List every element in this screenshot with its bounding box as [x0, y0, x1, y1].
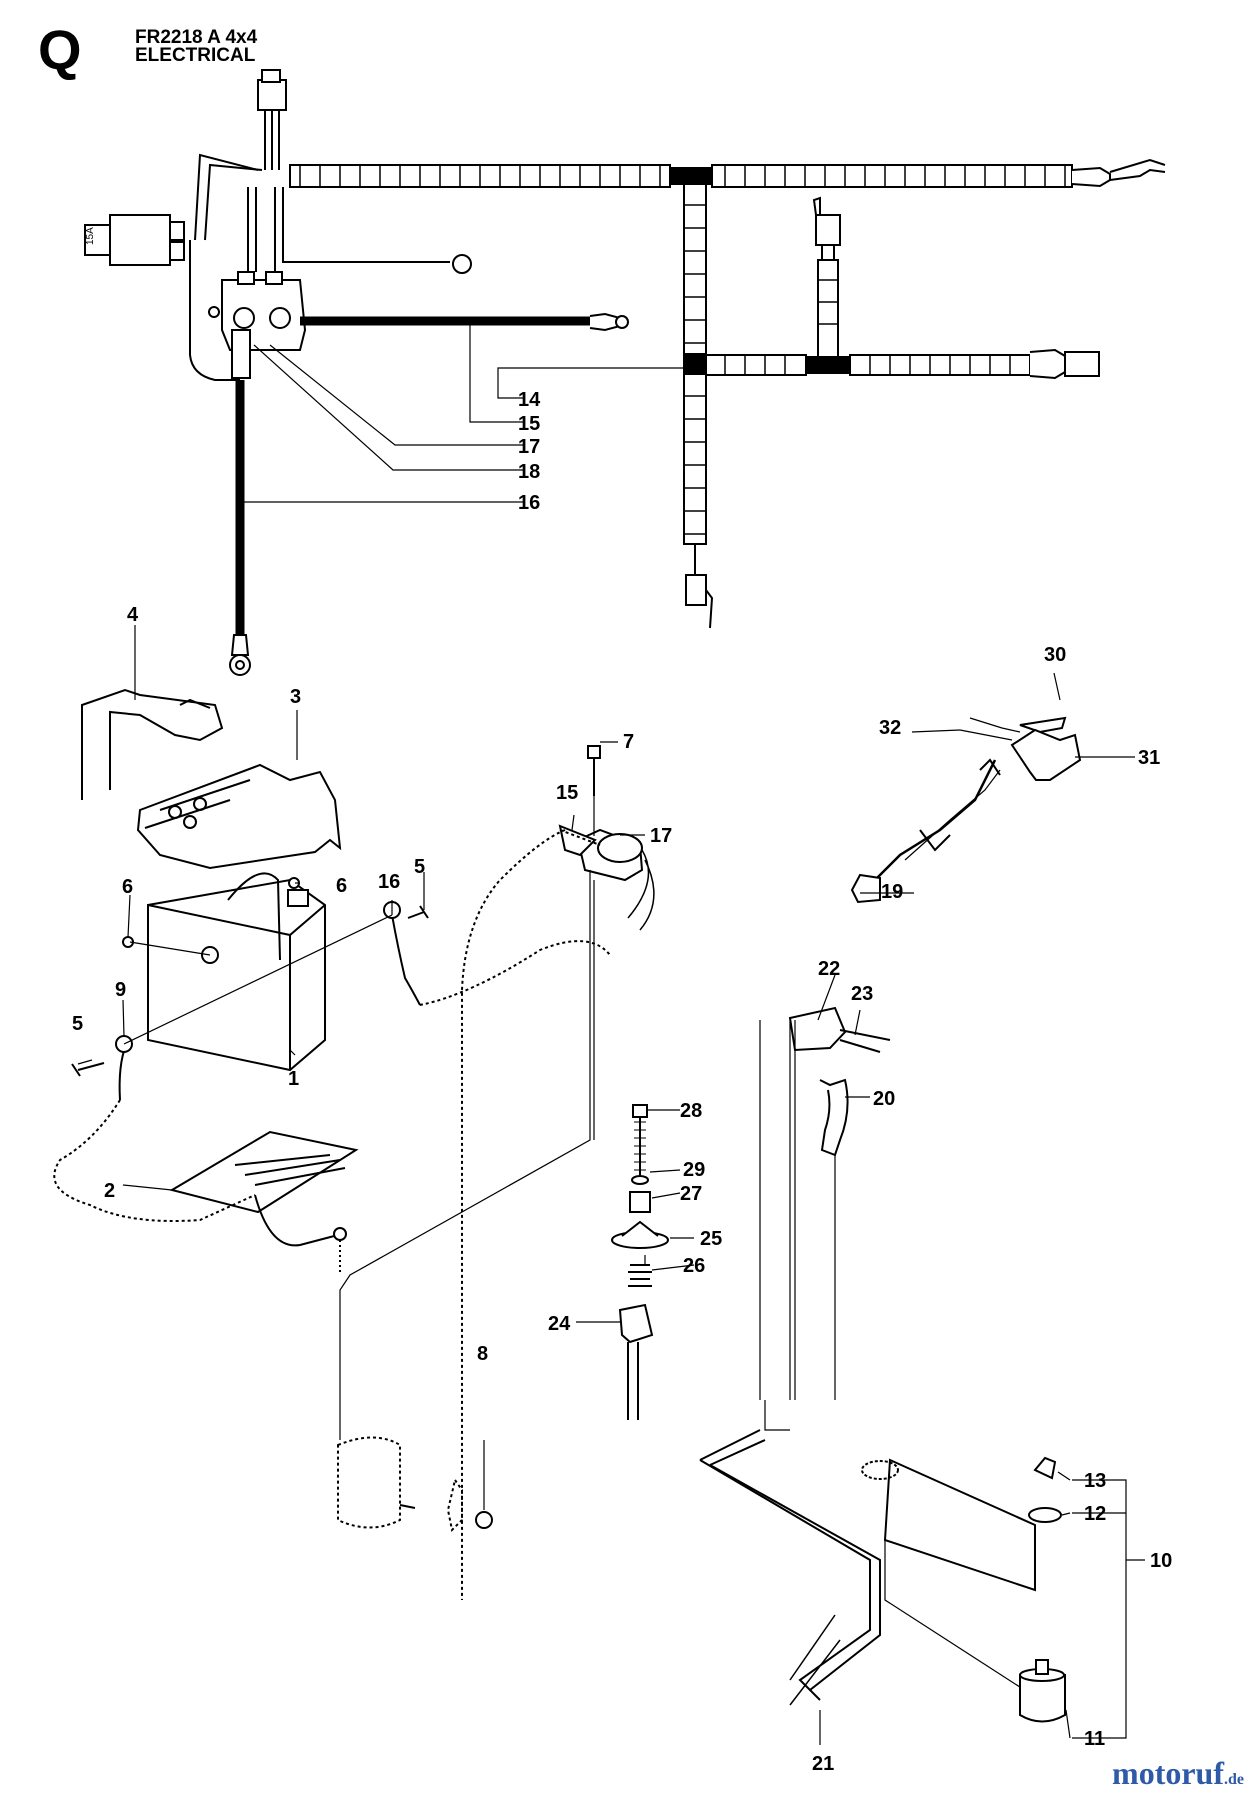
callout-30: 30 [1044, 644, 1066, 666]
callout-22: 22 [818, 958, 840, 980]
battery-strap [81, 688, 224, 800]
callout-8: 8 [477, 1343, 488, 1365]
callout-5-right: 5 [414, 856, 425, 878]
probe-pins [789, 1614, 841, 1745]
callout-6-left: 6 [122, 876, 133, 898]
callout-19: 19 [881, 881, 903, 903]
callout-1: 1 [288, 1068, 299, 1090]
battery-cover [136, 763, 342, 870]
capacitor [337, 1436, 493, 1533]
callout-20: 20 [873, 1088, 895, 1110]
callout-9: 9 [115, 979, 126, 1001]
mounting-plate [699, 1429, 1041, 1701]
wire-harness [84, 69, 1166, 676]
callout-26: 26 [683, 1255, 705, 1277]
section-letter: Q [38, 18, 82, 81]
section-title: ELECTRICAL [135, 45, 256, 66]
sensor-assembly [850, 716, 1082, 904]
callout-18: 18 [518, 461, 540, 483]
callout-25: 25 [700, 1228, 722, 1250]
callout-16-bottom: 16 [378, 871, 400, 893]
callout-3: 3 [290, 686, 301, 708]
callout-leaders [77, 625, 1135, 1739]
callout-2: 2 [104, 1180, 115, 1202]
callout-17-bottom: 17 [650, 825, 672, 847]
battery-cables [53, 877, 611, 1247]
battery [147, 872, 326, 1072]
callout-28: 28 [680, 1100, 702, 1122]
callout-6-right: 6 [336, 875, 347, 897]
battery-mat [169, 1130, 359, 1214]
switch-assembly [759, 1006, 891, 1431]
callout-15-top: 15 [518, 413, 540, 435]
callout-29: 29 [683, 1159, 705, 1181]
callout-14: 14 [518, 389, 541, 411]
watermark-name: motoruf [1112, 1755, 1224, 1791]
callout-13: 13 [1084, 1470, 1106, 1492]
callout-24: 24 [548, 1313, 571, 1335]
solenoid-assembly [339, 745, 655, 1600]
model-title: FR2218 A 4x4 [135, 27, 258, 48]
callout-32: 32 [879, 717, 901, 739]
watermark-tld: .de [1224, 1771, 1244, 1788]
callout-16-top: 16 [518, 492, 540, 514]
knob-assembly [1019, 1456, 1145, 1739]
callout-21: 21 [812, 1753, 834, 1775]
callout-27: 27 [680, 1183, 702, 1205]
callout-15-bottom: 15 [556, 782, 578, 804]
callout-11: 11 [1084, 1728, 1105, 1750]
watermark-logo: motoruf.de [1112, 1755, 1244, 1792]
callout-5-left: 5 [72, 1013, 83, 1035]
callout-4: 4 [127, 604, 139, 626]
callout-10: 10 [1150, 1550, 1172, 1572]
callout-7: 7 [623, 731, 634, 753]
callout-12: 12 [1084, 1503, 1106, 1525]
callout-17-top: 17 [518, 436, 540, 458]
callout-23: 23 [851, 983, 873, 1005]
seat-switch-assembly [611, 1104, 669, 1420]
fuse-rating-label: 15A [85, 227, 96, 245]
callout-31: 31 [1138, 747, 1160, 769]
